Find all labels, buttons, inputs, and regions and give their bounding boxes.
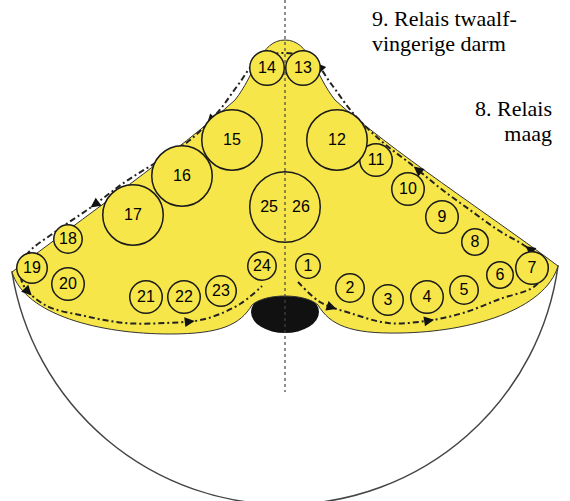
zone-circle: 10 xyxy=(391,172,425,206)
zone-circle: 21 xyxy=(129,280,163,314)
circle-shape xyxy=(54,225,82,253)
callout-number: 14 xyxy=(258,60,276,76)
zone-circle: 15 xyxy=(201,109,263,171)
flow-line xyxy=(21,53,548,324)
callout-number: 17 xyxy=(124,207,142,223)
zone-circle: 2 xyxy=(335,273,365,303)
relay-label: 8. Relais maag xyxy=(446,96,552,147)
midline xyxy=(284,0,285,392)
callout-number: 25 xyxy=(260,199,278,215)
zone-circle: 5 xyxy=(449,275,479,305)
zone-circle: 12 xyxy=(306,109,368,171)
callout-number: 24 xyxy=(253,258,271,274)
circle-shape xyxy=(202,110,263,171)
zone-circle: 14 xyxy=(249,50,285,86)
circle-shape xyxy=(450,276,479,305)
flow-arrowhead xyxy=(423,315,434,326)
circle-shape xyxy=(250,172,321,243)
callout-number: 10 xyxy=(399,181,417,197)
zone-circle: 6 xyxy=(486,261,514,289)
callout-number: 9 xyxy=(438,209,447,225)
zone-circle: 19 xyxy=(16,252,48,284)
zone-circle: 24 xyxy=(247,251,277,281)
midline xyxy=(284,172,285,242)
zone-circle: 7 xyxy=(515,251,549,285)
callout-number: 22 xyxy=(175,289,193,305)
callout-number: 4 xyxy=(423,289,432,305)
zone-circle: 13 xyxy=(285,50,321,86)
callout-number: 15 xyxy=(223,132,241,148)
circle-shape xyxy=(373,285,404,316)
circle-shape xyxy=(168,281,201,314)
circle-shape xyxy=(17,253,48,284)
circle-shape xyxy=(206,276,237,307)
zone-circle: 23 xyxy=(205,275,237,307)
callout-number: 18 xyxy=(59,231,77,247)
zone-circle: 17 xyxy=(102,184,164,246)
circle-shape xyxy=(487,262,514,289)
flow-arrowhead xyxy=(88,198,102,212)
zone-circle: 3 xyxy=(372,284,404,316)
circle-shape xyxy=(52,268,85,301)
zone-circle: 20 xyxy=(51,267,85,301)
callout-number: 2 xyxy=(346,280,355,296)
circle-shape xyxy=(462,229,489,256)
circle-outline xyxy=(249,171,321,243)
flow-arrows xyxy=(21,53,548,327)
zone-circle: 18 xyxy=(53,224,83,254)
circle-shape xyxy=(248,252,276,280)
circle-shape xyxy=(426,201,459,234)
circle-shape xyxy=(307,110,368,171)
callout-number: 26 xyxy=(292,199,310,215)
callout-number: 23 xyxy=(212,283,230,299)
circle-shape xyxy=(516,252,549,285)
zone-circle: 16 xyxy=(151,145,213,207)
callout-number: 16 xyxy=(173,168,191,184)
flow-arrowhead xyxy=(184,316,195,327)
callout-number: 6 xyxy=(496,267,505,283)
zone-circle: 22 xyxy=(167,280,201,314)
relay-label: 9. Relais twaalf- vingerige darm xyxy=(372,6,554,57)
flow-arrowhead xyxy=(325,301,338,314)
callout-number: 1 xyxy=(304,258,313,274)
callout-number: 8 xyxy=(471,234,480,250)
flow-arrowhead xyxy=(21,285,35,299)
callout-number: 12 xyxy=(328,132,346,148)
circle-shape xyxy=(286,51,321,86)
circle-shape xyxy=(103,185,164,246)
callout-number: 21 xyxy=(137,289,155,305)
circle-shape xyxy=(152,146,213,207)
callout-number: 11 xyxy=(368,152,385,168)
zone-circle: 25 26 xyxy=(249,171,321,243)
circle-shape xyxy=(411,281,444,314)
circle-shape xyxy=(296,254,321,279)
callout-number: 19 xyxy=(23,260,41,276)
zone-circle: 1 xyxy=(295,253,321,279)
circle-shape xyxy=(250,51,285,86)
circle-shape xyxy=(130,281,163,314)
callout-number: 7 xyxy=(528,260,537,276)
zone-circle: 8 xyxy=(461,228,489,256)
callout-number: 3 xyxy=(384,292,393,308)
circle-shape xyxy=(392,173,425,206)
callout-number: 13 xyxy=(294,60,312,76)
zone-circle: 4 xyxy=(410,280,444,314)
callout-number: 5 xyxy=(460,282,469,298)
circle-shape xyxy=(336,274,365,303)
zone-circle: 9 xyxy=(425,200,459,234)
callout-number: 20 xyxy=(59,276,77,292)
